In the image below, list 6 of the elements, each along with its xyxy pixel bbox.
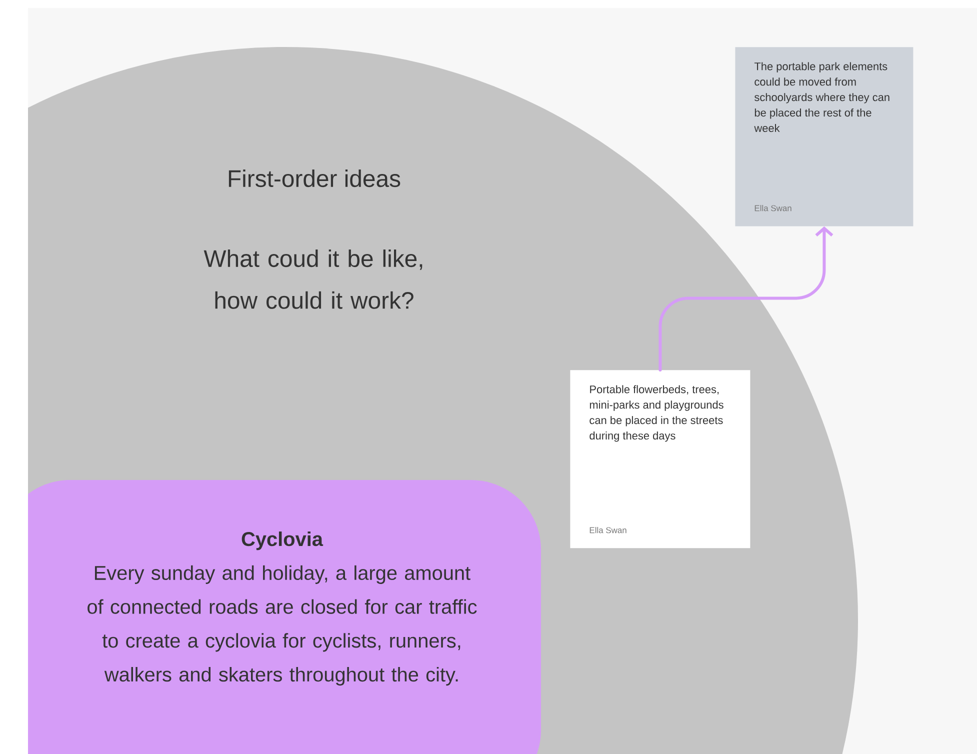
sticky-note: Portable flowerbeds, trees, mini-parks and playgrounds can be placed in the streets during these days Ella Swan: [570, 370, 750, 548]
description-box: Cyclovia Every sunday and holiday, a large amount of connected roads are closed for car traffic to create a cyclovia for cyclists, runners, walkers and skaters throughout the city.: [28, 480, 541, 754]
question: What coud it be like, how could it work?: [204, 250, 422, 309]
sticky-note: The portable park elements could be moved from schoolyards where they can be placed the rest of the week Ella Swan: [735, 47, 914, 226]
heading: First-order ideas: [228, 170, 400, 188]
arrow: [658, 226, 834, 372]
